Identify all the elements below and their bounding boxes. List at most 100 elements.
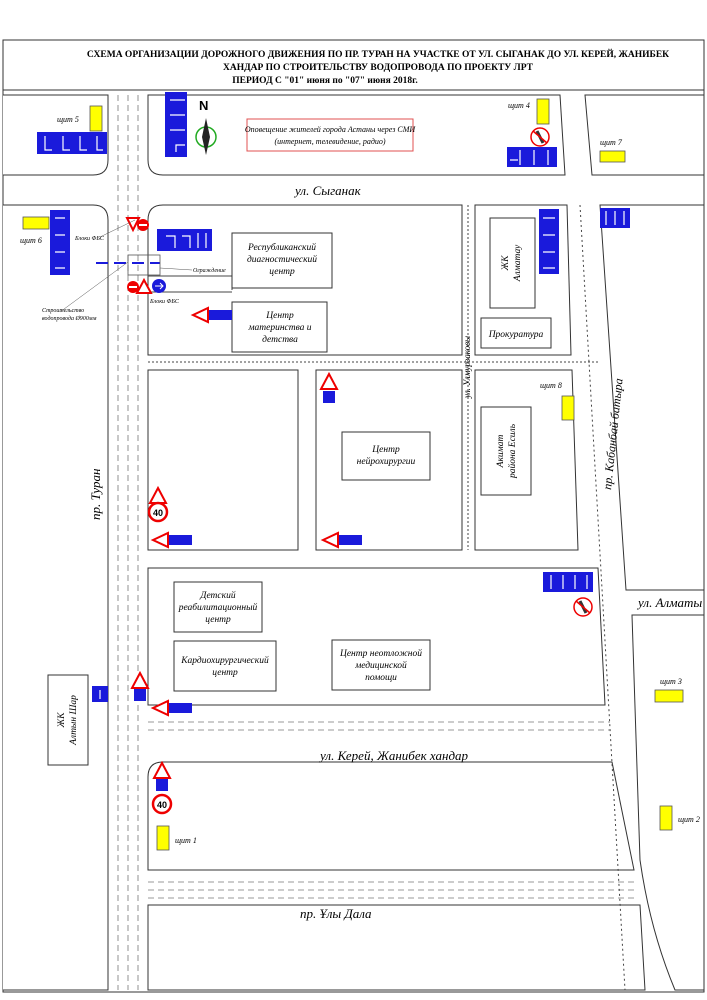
no-phone-sign-icon [530, 127, 550, 147]
svg-text:центр: центр [212, 668, 238, 678]
block-left [3, 204, 109, 991]
svg-text:щит 8: щит 8 [540, 381, 562, 390]
svg-text:центр: центр [269, 267, 295, 277]
svg-text:Республиканский: Республиканский [247, 242, 316, 253]
shield-4: щит 4 [508, 98, 550, 125]
svg-text:детства: детства [262, 334, 298, 345]
yield-sign-icon [125, 217, 141, 233]
svg-text:щит 4: щит 4 [508, 101, 530, 110]
warning-sign-icon [130, 670, 150, 701]
construction-label: Строительство [42, 308, 84, 314]
svg-text:щит 5: щит 5 [57, 115, 79, 124]
svg-text:Алматау: Алматау [513, 244, 523, 282]
building-prokuratura: Прокуратура [480, 317, 552, 349]
svg-text:(интернет, телевидение, радио): (интернет, телевидение, радио) [274, 137, 385, 146]
svg-text:щит 6: щит 6 [20, 236, 42, 245]
detour-signs [125, 217, 362, 791]
shield-8: щит 8 [540, 381, 575, 421]
block-top-right [584, 94, 705, 176]
building-rehab-center: Детский реабилитационный центр [173, 581, 263, 633]
street-ulmyrzakova: ул. Улмурзаковы [462, 336, 472, 399]
svg-text:помощи: помощи [365, 673, 397, 683]
media-notice: Оповещение жителей города Астаны через С… [245, 118, 416, 152]
speed-limit-sign-icon: 40 [147, 501, 169, 523]
street-syganak: ул. Сыганак [293, 183, 362, 198]
svg-text:Центр неотложной: Центр неотложной [339, 648, 422, 659]
svg-text:центр: центр [205, 615, 231, 625]
svg-text:Акимат: Акимат [496, 435, 506, 469]
building-emergency-center: Центр неотложной медицинской помощи [331, 639, 431, 691]
svg-text:нейрохирургии: нейрохирургии [357, 456, 416, 467]
svg-text:щит 2: щит 2 [678, 815, 700, 824]
svg-text:Детский: Детский [199, 590, 235, 601]
sign-lane-top-center [165, 92, 187, 157]
speed-limit-sign-icon: 40 [151, 793, 173, 815]
svg-text:района Есиль: района Есиль [507, 423, 518, 479]
sign-lane-block-a [157, 229, 212, 251]
detour-sign-icon [150, 531, 192, 549]
fence-label: Ограждение [193, 267, 226, 274]
block-right-top [599, 204, 705, 591]
shield-3: щит 3 [654, 677, 684, 703]
detour-sign-icon [320, 531, 362, 549]
warning-sign-icon [152, 760, 172, 791]
warning-sign-icon [319, 371, 339, 403]
shield-2: щит 2 [659, 805, 700, 831]
svg-text:щит 7: щит 7 [600, 138, 623, 147]
building-cardio-center: Кардиохирургический центр [173, 640, 277, 692]
building-akimat: Акимат района Есиль [480, 406, 532, 496]
construction-label-2: водопровода Ø900мм [42, 315, 97, 322]
sign-lane-shield4 [507, 147, 557, 167]
svg-text:N: N [199, 98, 208, 113]
building-maternity-center: Центр материнства и детства [231, 301, 328, 353]
block-g [147, 761, 635, 871]
fbs-blocks-label-top: Блоки ФБС [74, 236, 105, 242]
building-altyn-shar: ЖК Алтын Шар [47, 674, 89, 766]
svg-text:медицинской: медицинской [354, 660, 407, 671]
no-entry-sign-icon [137, 219, 149, 231]
svg-text:40: 40 [157, 800, 167, 810]
fbs-blocks-label-bottom: Блоки ФБС [149, 299, 180, 305]
street-almaty: ул. Алматы [636, 595, 702, 610]
street-uly-dala: пр. Ұлы Дала [300, 906, 372, 921]
info-shields: щит 1 щит 2 щит 3 щит 4 щит 5 щит 6 щит … [20, 98, 700, 851]
shield-5: щит 5 [57, 105, 103, 132]
block-c [147, 369, 299, 551]
building-almatau: ЖК Алматау [489, 217, 536, 309]
svg-text:Оповещение жителей города Аста: Оповещение жителей города Астаны через С… [245, 125, 416, 134]
block-right-bottom [631, 614, 705, 991]
building-neurosurgery: Центр нейрохирургии [341, 431, 431, 481]
svg-text:Алтын Шар: Алтын Шар [69, 695, 79, 746]
detour-sign-icon [150, 699, 192, 717]
direction-signs [37, 92, 630, 702]
title-line-1: СХЕМА ОРГАНИЗАЦИИ ДОРОЖНОГО ДВИЖЕНИЯ ПО … [87, 48, 669, 60]
street-turan: пр. Туран [88, 469, 103, 520]
building-diagnostic-center: Республиканский диагностический центр [231, 232, 333, 289]
detour-sign-icon [190, 306, 232, 324]
svg-text:Центр: Центр [371, 445, 400, 455]
shield-7: щит 7 [599, 138, 626, 163]
svg-text:Прокуратура: Прокуратура [488, 330, 544, 340]
svg-text:щит 3: щит 3 [660, 677, 682, 686]
title-period: ПЕРИОД С "01" июня по "07" июня 2018г. [232, 76, 418, 86]
svg-text:щит 1: щит 1 [175, 836, 197, 845]
construction-zone: Ограждение Блоки ФБС Блоки ФБС Строитель… [42, 219, 226, 322]
roads [117, 95, 635, 991]
no-phone-sign-icon [573, 597, 593, 617]
sign-lane-almatau [539, 209, 559, 274]
svg-text:материнства и: материнства и [247, 323, 311, 333]
sign-lane-kabanbai [600, 208, 630, 228]
keep-right-sign-icon [152, 279, 166, 293]
svg-text:реабилитационный: реабилитационный [178, 602, 258, 613]
title-line-2: ХАНДАР ПО СТРОИТЕЛЬСТВУ ВОДОПРОВОДА ПО П… [223, 63, 534, 73]
shield-1: щит 1 [156, 825, 197, 851]
sign-lane-almaty [543, 572, 593, 592]
no-entry-sign-icon [127, 281, 139, 293]
warning-sign-icon [135, 277, 153, 294]
block-h [147, 904, 646, 991]
sign-lane-shield6 [50, 210, 70, 275]
shield-6: щит 6 [20, 216, 50, 245]
svg-text:Центр: Центр [265, 311, 294, 321]
street-kerey: ул. Керей, Жанибек хандар [318, 748, 469, 763]
